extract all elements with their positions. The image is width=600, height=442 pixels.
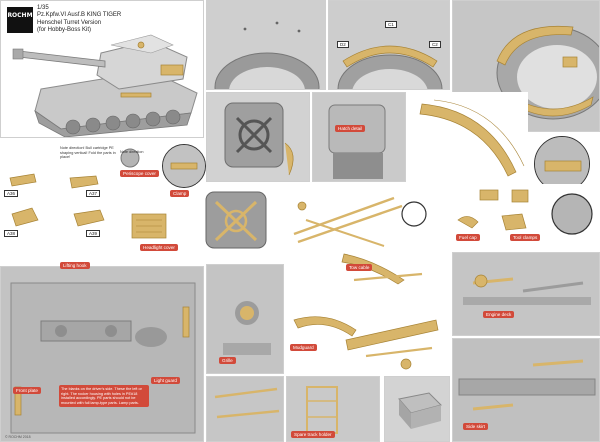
callout-hatch-detail: Hatch detail: [335, 125, 366, 132]
spare-track-illustration: [287, 377, 379, 441]
note-mid-left: Note direction: [120, 150, 144, 154]
hatch-plate-pe: [205, 191, 267, 249]
hull-top-illustration: [1, 267, 203, 441]
clamp-detail: [163, 145, 205, 187]
small-pe-parts: [9, 148, 167, 239]
lifting-hook-detail: [535, 137, 589, 191]
hatch-closed-panel: Hatch detail: [312, 92, 406, 182]
right-parts-panel: Fuel cap Tool clamps: [452, 184, 600, 250]
title-scale: 1/35: [37, 5, 49, 11]
callout-clamp: Clamp: [170, 190, 190, 197]
tank-render-panel: ROCHM 1/35 Pz.Kpfw.VI Ausf.B KING TIGER …: [0, 0, 204, 138]
tools-pe-parts: [293, 196, 427, 285]
rochm-logo: ROCHM: [7, 7, 33, 33]
part-tag-a37: A37: [86, 190, 101, 197]
part-tag-a39: A39: [86, 230, 101, 237]
toolbox-panel: [384, 376, 450, 442]
copyright: © ROCHM 2018: [5, 435, 31, 439]
side-skirt-panel: Side skirt: [452, 338, 600, 442]
part-tag-a36: A36: [4, 190, 19, 197]
callout-tow-cable: Tow cable: [346, 264, 373, 271]
part-tag-t2: C1: [385, 21, 397, 28]
part-tag-t1: D2: [337, 41, 349, 48]
callout-side-skirt: Side skirt: [463, 423, 488, 430]
detail-circle-left-mid: [162, 144, 206, 188]
brass-arc-panel: [408, 92, 528, 184]
tool-rack-illustration: [207, 377, 283, 441]
grille-illustration: [207, 265, 283, 373]
title-line-3: (for Hobby-Boss Kit): [37, 27, 92, 34]
title-block: 1/35 Pz.Kpfw.VI Ausf.B KING TIGER Hensch…: [37, 5, 121, 35]
callout-front-plate: Front plate: [13, 387, 41, 394]
hatch-closed-illustration: [313, 93, 405, 181]
hatch-open-panel: [206, 92, 310, 182]
bottom-hull-panel-1: [206, 376, 284, 442]
hull-top-panel: Front plate Light guard The blanks on th…: [0, 266, 204, 442]
callout-engine-deck: Engine deck: [483, 311, 515, 318]
callout-periscope-cover: Periscope cover: [120, 170, 159, 177]
side-skirt-illustration: [453, 339, 599, 441]
callout-spare-track: Spare track holder: [291, 431, 335, 438]
grille-panel: Grille: [206, 264, 284, 374]
turret-ring-illustration: [207, 1, 325, 89]
note-bend-direction: Note direction! Bull cartridge PE shapin…: [60, 146, 116, 160]
title-line-2: Henschel Turret Version: [37, 19, 102, 26]
turret-ring-pe-illustration: [329, 1, 449, 89]
fuel-cap-parts: [457, 189, 593, 235]
callout-tool-clamps: Tool clamps: [510, 234, 541, 241]
callout-lifting-hook: Lifting hook: [60, 262, 90, 269]
callout-fuel-cap: Fuel cap: [456, 234, 480, 241]
detail-circle-top-right: [534, 136, 590, 192]
part-tag-t3: C2: [429, 41, 441, 48]
turret-ring-panel-2: D2 C1 C2: [328, 0, 450, 90]
hatch-open-illustration: [207, 93, 309, 181]
note-red-bottom: The blanks on the driver's side. These t…: [59, 385, 149, 408]
mudguard-brass-parts: [293, 316, 439, 370]
king-tiger-render: [12, 34, 198, 137]
part-tag-a38: A38: [4, 230, 19, 237]
brass-cluster-panel: Mudguard: [286, 300, 452, 376]
toolbox-illustration: [385, 377, 449, 441]
tools-panel: Tow cable: [284, 184, 452, 304]
callout-mudguard: Mudguard: [290, 344, 317, 351]
title-line-1: Pz.Kpfw.VI Ausf.B KING TIGER: [37, 12, 122, 19]
engine-deck-illustration: [453, 253, 599, 335]
hatch-plate-pe-panel: [196, 184, 282, 262]
callout-headlight-cover: Headlight cover: [140, 244, 178, 251]
engine-deck-panel: Engine deck: [452, 252, 600, 336]
callout-grille: Grille: [219, 357, 236, 364]
brass-arc-strips: [419, 99, 525, 177]
callout-light-guard: Light guard: [151, 377, 180, 384]
turret-ring-panel-1: [206, 0, 326, 90]
bottom-hull-panel-2: Spare track holder: [286, 376, 380, 442]
